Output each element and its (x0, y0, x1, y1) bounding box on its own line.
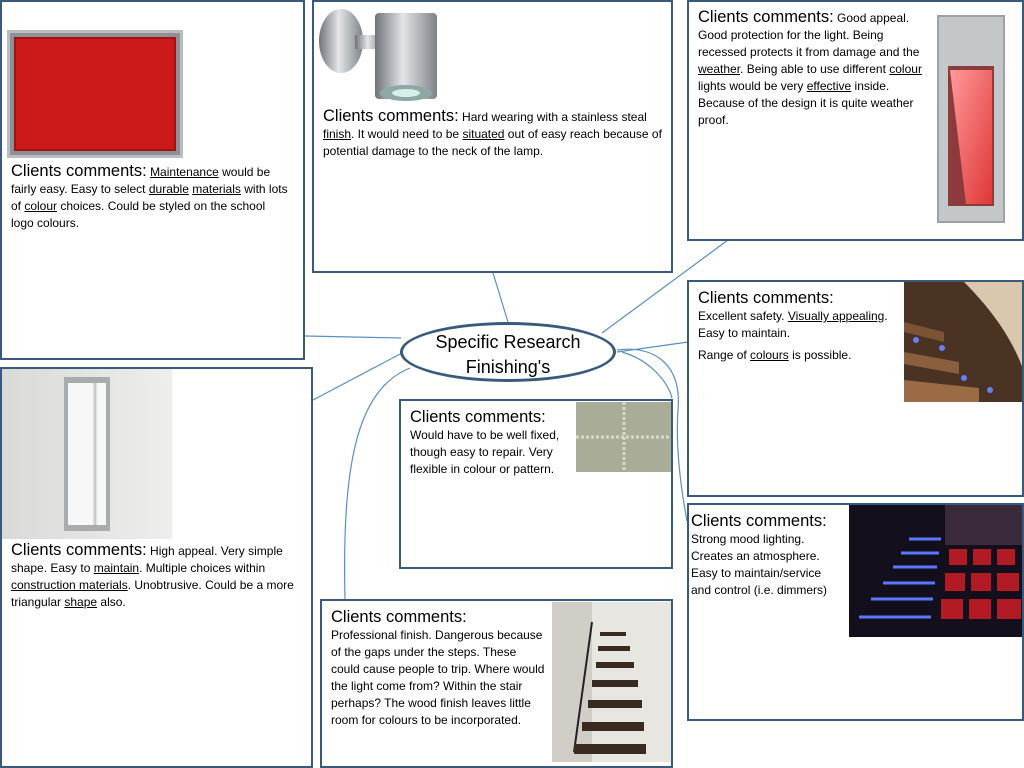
box-floating-stairs: Clients comments: Professional finish. D… (320, 599, 673, 768)
stair-light-photo (904, 282, 1022, 402)
box-spotlight: Clients comments: Hard wearing with a st… (312, 0, 673, 273)
wall-light-photo (2, 369, 172, 539)
spotlight-photo (319, 5, 447, 105)
cinema-comment: Clients comments: Strong mood lighting. … (691, 512, 828, 597)
mat-comment: Clients comments: Maintenance would be f… (11, 162, 288, 230)
wall-light-comment: Clients comments: High appeal. Very simp… (11, 541, 294, 609)
box-wall-light: Clients comments: High appeal. Very simp… (0, 367, 313, 768)
tile-comment: Clients comments: Would have to be well … (410, 408, 560, 476)
recessed-light-photo (937, 15, 1005, 223)
cinema-light-photo (849, 505, 1022, 637)
stairs-comment: Clients comments: Professional finish. D… (331, 608, 545, 727)
center-title-line2: Finishing's (465, 357, 551, 377)
stair-comment: Clients comments: Excellent safety. Visu… (698, 289, 888, 362)
box-recessed: Clients comments: Good appeal. Good prot… (687, 0, 1024, 241)
center-topic: Specific Research Finishing's (400, 322, 616, 382)
box-cinema: Clients comments: Strong mood lighting. … (687, 503, 1024, 721)
spotlight-comment: Clients comments: Hard wearing with a st… (323, 107, 662, 158)
box-floor-tile: Clients comments: Would have to be well … (399, 399, 673, 569)
center-title-line1: Specific Research (435, 332, 581, 352)
box-mat: Clients comments: Maintenance would be f… (0, 0, 305, 360)
floating-stairs-photo (552, 602, 671, 762)
recessed-comment: Clients comments: Good appeal. Good prot… (698, 8, 922, 127)
box-stair-lights: Clients comments: Excellent safety. Visu… (687, 280, 1024, 497)
floor-tile-photo (576, 402, 671, 472)
red-mat-photo (7, 30, 183, 158)
